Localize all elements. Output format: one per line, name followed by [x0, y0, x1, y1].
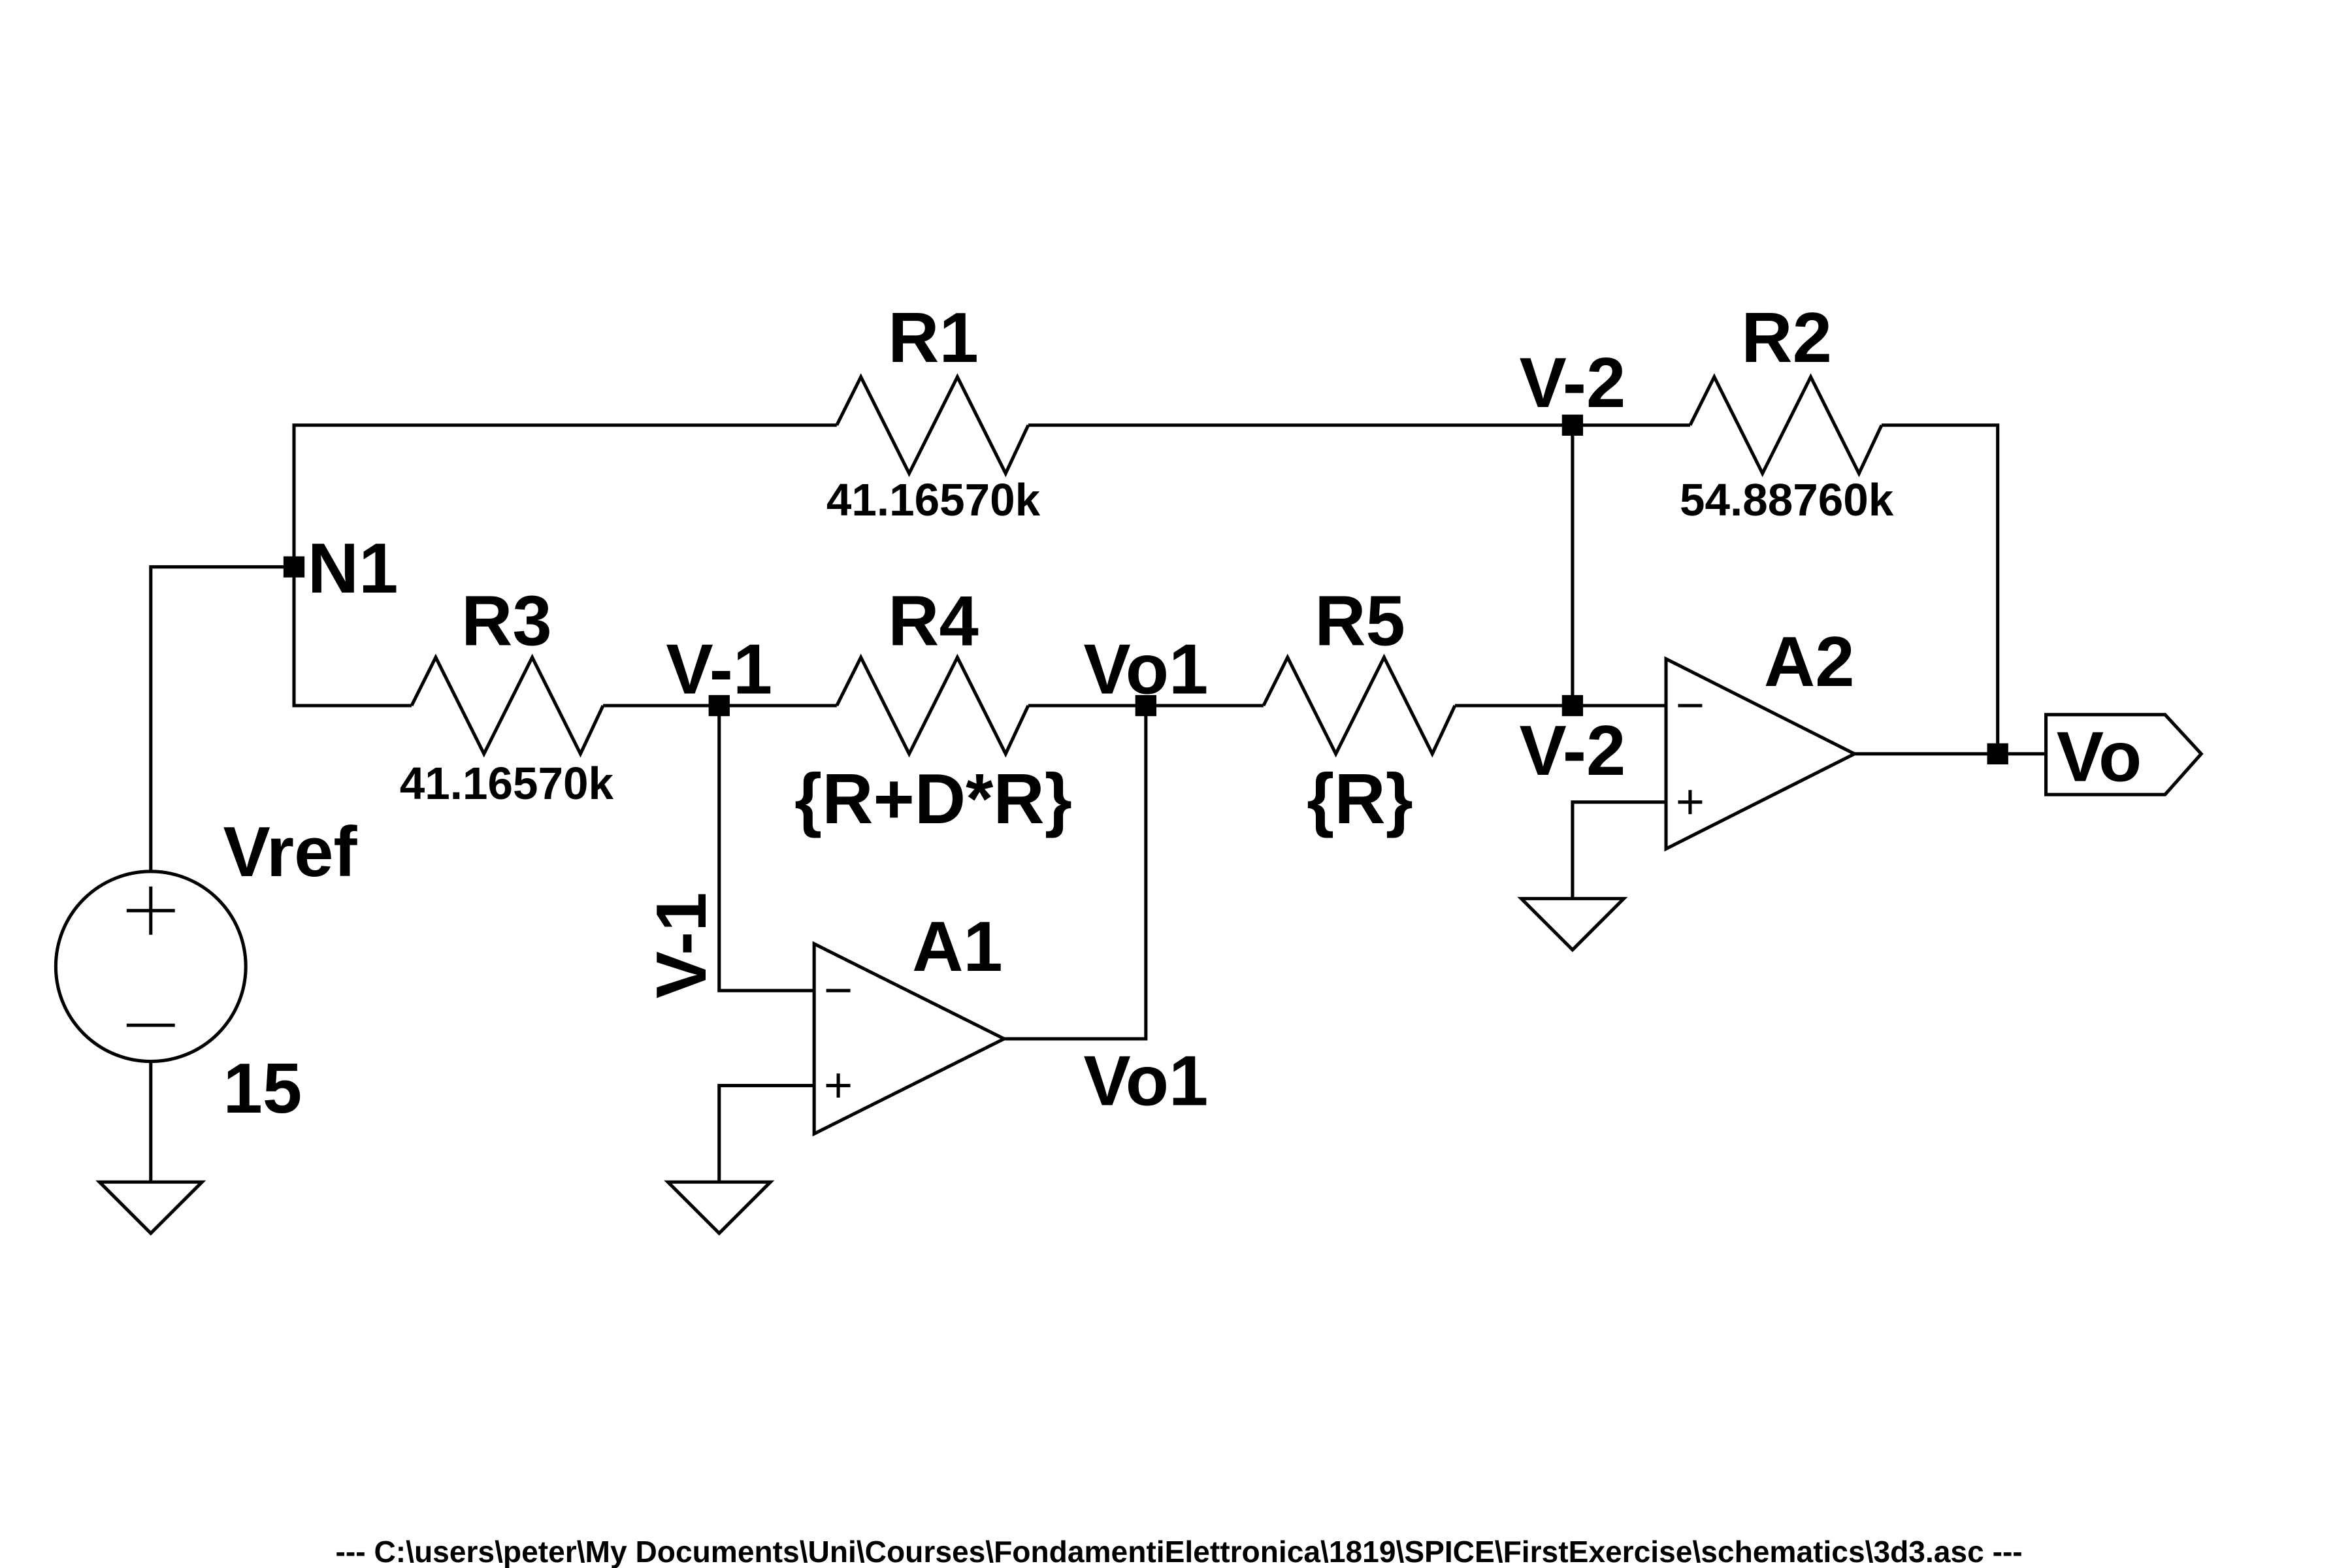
- junction-v2-mid: [1561, 694, 1584, 717]
- net-vo1-top: Vo1: [1083, 630, 1208, 709]
- net-v2-mid: V-2: [1520, 711, 1626, 790]
- vref-name: Vref: [223, 812, 358, 891]
- r2-name: R2: [1741, 298, 1832, 377]
- vref-value: 15: [223, 1049, 302, 1128]
- r5-body[interactable]: [1262, 653, 1457, 758]
- ground-vref: [95, 1180, 206, 1236]
- wire-n1-r1: [292, 423, 837, 567]
- r4-value: {R+D*R}: [794, 759, 1072, 838]
- net-vo1-out: Vo1: [1083, 1041, 1208, 1120]
- a2-opamp[interactable]: [1664, 656, 1859, 852]
- a2-triangle[interactable]: [1664, 656, 1859, 852]
- junction-v2-top: [1561, 414, 1584, 436]
- r5-name: R5: [1315, 581, 1405, 661]
- footer-file-path: --- C:\users\peter\My Documents\Uni\Cour…: [336, 1535, 2023, 1568]
- a1-opamp[interactable]: [812, 941, 1008, 1137]
- junction-n1: [283, 556, 305, 578]
- r1-body[interactable]: [835, 373, 1030, 478]
- wire-a1-out-vo1: [1004, 706, 1148, 1041]
- r2-body[interactable]: [1688, 373, 1884, 478]
- vo-output-port[interactable]: [2044, 713, 2204, 796]
- wires: [149, 423, 2046, 1183]
- junction-v1: [708, 694, 730, 717]
- junction-vo: [1987, 743, 2008, 764]
- vref-source[interactable]: [54, 870, 248, 1064]
- r1-value: 41.16570k: [826, 474, 1041, 525]
- ground-a1: [664, 1180, 775, 1236]
- r3-value: 41.16570k: [400, 758, 614, 809]
- r3-body[interactable]: [410, 653, 605, 758]
- wire-r2-vo: [1881, 423, 2000, 754]
- a1-name: A1: [912, 907, 1003, 986]
- wire-v1-a1-minus: [717, 706, 815, 992]
- junction-vo1: [1135, 694, 1156, 717]
- vref-circle[interactable]: [54, 870, 248, 1064]
- wire-a1-plus-gnd: [717, 1083, 815, 1183]
- wire-a2-plus-gnd: [1571, 800, 1666, 899]
- r4-name: R4: [888, 581, 979, 661]
- r1-name: R1: [888, 298, 979, 377]
- net-n1: N1: [308, 529, 399, 608]
- net-vo: Vo: [2057, 717, 2142, 796]
- net-v2-top: V-2: [1520, 343, 1626, 422]
- a2-name: A2: [1764, 622, 1855, 701]
- net-v1-top: V-1: [666, 630, 772, 709]
- r5-value: {R}: [1307, 759, 1413, 838]
- r4-body[interactable]: [835, 653, 1030, 758]
- r3-name: R3: [461, 581, 552, 661]
- ground-a2: [1517, 896, 1628, 953]
- wire-vref-n1: [149, 565, 294, 872]
- wire-n1-r3: [292, 566, 412, 708]
- net-v1-side: V-1: [642, 892, 721, 999]
- a1-triangle[interactable]: [812, 941, 1008, 1137]
- r2-value: 54.88760k: [1680, 474, 1894, 525]
